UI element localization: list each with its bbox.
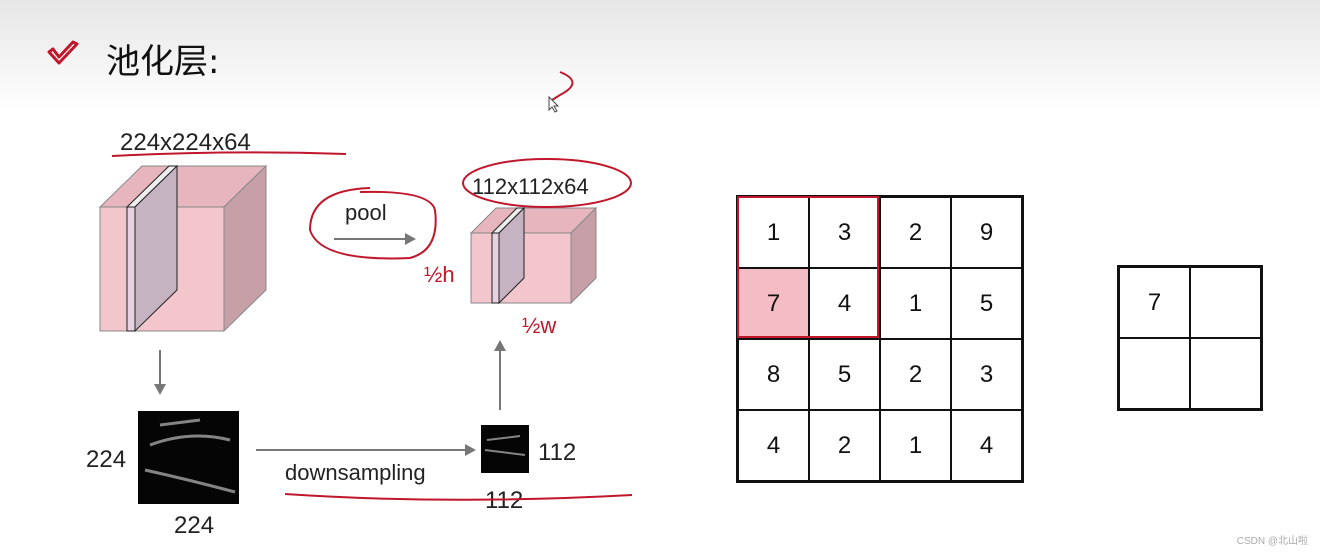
- matrix-cell: 4: [738, 410, 809, 481]
- handwritten-annotation: ½w: [522, 313, 556, 338]
- watermark: CSDN @北山啦: [1236, 536, 1308, 547]
- matrix-cell: 9: [951, 197, 1022, 268]
- arrow-icon: [405, 233, 416, 245]
- matrix-cell: 7: [1119, 267, 1190, 338]
- matrix-cell: 2: [880, 197, 951, 268]
- matrix-cell: [1119, 338, 1190, 409]
- matrix-cell: 3: [951, 339, 1022, 410]
- matrix-cell: 2: [880, 339, 951, 410]
- circle-annotation: [308, 187, 437, 260]
- handwritten-annotation: ½h: [424, 262, 455, 287]
- matrix-cell: 5: [951, 268, 1022, 339]
- input-height-label: 224: [86, 446, 126, 473]
- output-feature-map-image: [481, 425, 529, 473]
- pool-label: pool: [345, 200, 387, 225]
- matrix-cell: [1190, 338, 1261, 409]
- input-size-label: 224x224x64: [120, 129, 251, 156]
- circle-annotation: [462, 158, 632, 208]
- matrix-cell: 2: [809, 410, 880, 481]
- underline-annotation: [284, 493, 633, 501]
- mouse-cursor-icon: [548, 95, 560, 113]
- output-size-label: 112x112x64: [472, 174, 589, 199]
- matrix-cell: 4: [809, 268, 880, 339]
- matrix-cell: 1: [880, 268, 951, 339]
- output-matrix: 7: [1117, 265, 1263, 411]
- input-volume: [98, 164, 268, 333]
- handwritten-mark: [551, 71, 574, 101]
- input-width-label: 224: [174, 512, 214, 539]
- matrix-cell: 4: [951, 410, 1022, 481]
- underline-annotation: [111, 151, 347, 157]
- arrow-icon: [465, 444, 476, 456]
- pooling-window-highlight: [737, 196, 879, 338]
- arrow-icon: [154, 384, 166, 395]
- check-icon: [47, 40, 79, 65]
- matrix-cell: 8: [738, 339, 809, 410]
- matrix-cell: [1190, 267, 1261, 338]
- arrow-icon: [494, 340, 506, 351]
- output-height-label: 112: [538, 439, 576, 466]
- slide-header-band: [0, 0, 1320, 110]
- slide-title: 池化层:: [106, 42, 220, 82]
- downsampling-label: downsampling: [285, 460, 426, 485]
- matrix-cell: 5: [809, 339, 880, 410]
- output-volume: [469, 206, 598, 305]
- matrix-cell: 1: [880, 410, 951, 481]
- pooling-diagram: 224x224x64 112x112x64 pool ½h ½w 224 224…: [86, 71, 633, 539]
